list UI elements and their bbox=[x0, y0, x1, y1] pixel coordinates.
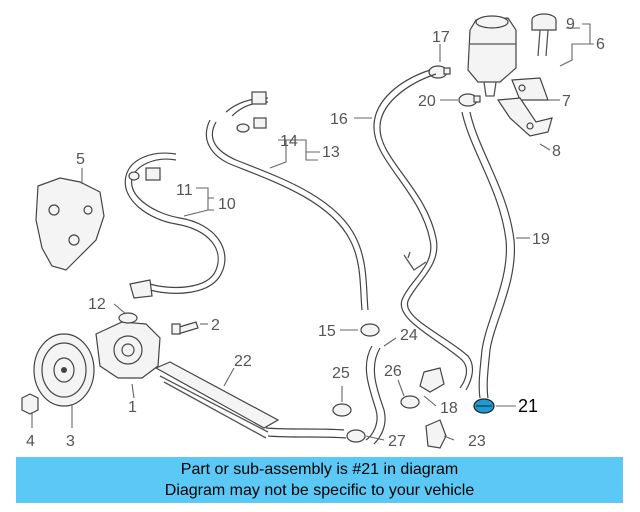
bolt-2 bbox=[171, 321, 199, 335]
clamp-27 bbox=[346, 429, 366, 443]
banner-line-2: Diagram may not be specific to your vehi… bbox=[164, 482, 475, 499]
callout-4: 4 bbox=[26, 433, 35, 450]
clamp-21-highlighted bbox=[473, 398, 495, 414]
callout-22: 22 bbox=[234, 353, 252, 370]
callout-2: 2 bbox=[211, 317, 220, 334]
pressure-line-10 bbox=[124, 152, 226, 299]
reservoir bbox=[467, 15, 517, 97]
callout-17: 17 bbox=[432, 29, 450, 46]
clamp-20 bbox=[458, 93, 481, 107]
bracket-18 bbox=[419, 367, 445, 393]
reservoir-cap bbox=[531, 13, 557, 57]
callout-7: 7 bbox=[562, 93, 571, 110]
callout-11: 11 bbox=[176, 182, 193, 199]
callout-numbers: 1 2 3 4 5 6 7 8 9 10 11 12 13 14 15 16 1… bbox=[26, 16, 605, 450]
reservoir-bracket bbox=[496, 77, 553, 137]
clamp-26 bbox=[400, 395, 420, 409]
hose-16 bbox=[373, 69, 474, 391]
oil-cooler bbox=[154, 361, 347, 439]
clamp-15 bbox=[360, 323, 380, 337]
callout-5: 5 bbox=[76, 151, 85, 168]
pulley bbox=[33, 333, 95, 407]
pulley-bolt bbox=[21, 393, 39, 415]
banner-line-1: Part or sub-assembly is #21 in diagram bbox=[180, 461, 459, 478]
callout-23: 23 bbox=[468, 433, 486, 450]
callout-9: 9 bbox=[566, 16, 575, 33]
clamp-17 bbox=[428, 65, 451, 79]
callout-16: 16 bbox=[330, 111, 348, 128]
hose-19 bbox=[461, 111, 516, 399]
parts-diagram: 1 2 3 4 5 6 7 8 9 10 11 12 13 14 15 16 1… bbox=[21, 13, 605, 450]
callout-15: 15 bbox=[318, 323, 336, 340]
callout-10: 10 bbox=[218, 196, 236, 213]
callout-1: 1 bbox=[128, 399, 137, 416]
callout-12: 12 bbox=[88, 296, 106, 313]
callout-20: 20 bbox=[418, 93, 436, 110]
pressure-line-13 bbox=[205, 91, 369, 311]
pump-bracket bbox=[35, 177, 105, 271]
callout-19: 19 bbox=[532, 231, 550, 248]
callout-8: 8 bbox=[552, 143, 561, 160]
info-banner: Part or sub-assembly is #21 in diagram D… bbox=[16, 457, 623, 503]
callout-27: 27 bbox=[388, 433, 406, 450]
callout-leaders bbox=[31, 23, 594, 441]
callout-26: 26 bbox=[384, 363, 402, 380]
callout-25: 25 bbox=[332, 365, 350, 382]
callout-3: 3 bbox=[66, 433, 75, 450]
bracket-23 bbox=[425, 419, 447, 449]
callout-6: 6 bbox=[596, 36, 605, 53]
callout-21: 21 bbox=[518, 396, 538, 416]
clamp-25 bbox=[332, 403, 352, 417]
callout-24: 24 bbox=[400, 327, 418, 344]
callout-14: 14 bbox=[280, 133, 298, 150]
hose-24 bbox=[365, 345, 386, 445]
callout-13: 13 bbox=[322, 144, 340, 161]
power-steering-pump bbox=[95, 312, 161, 379]
callout-18: 18 bbox=[440, 400, 458, 417]
